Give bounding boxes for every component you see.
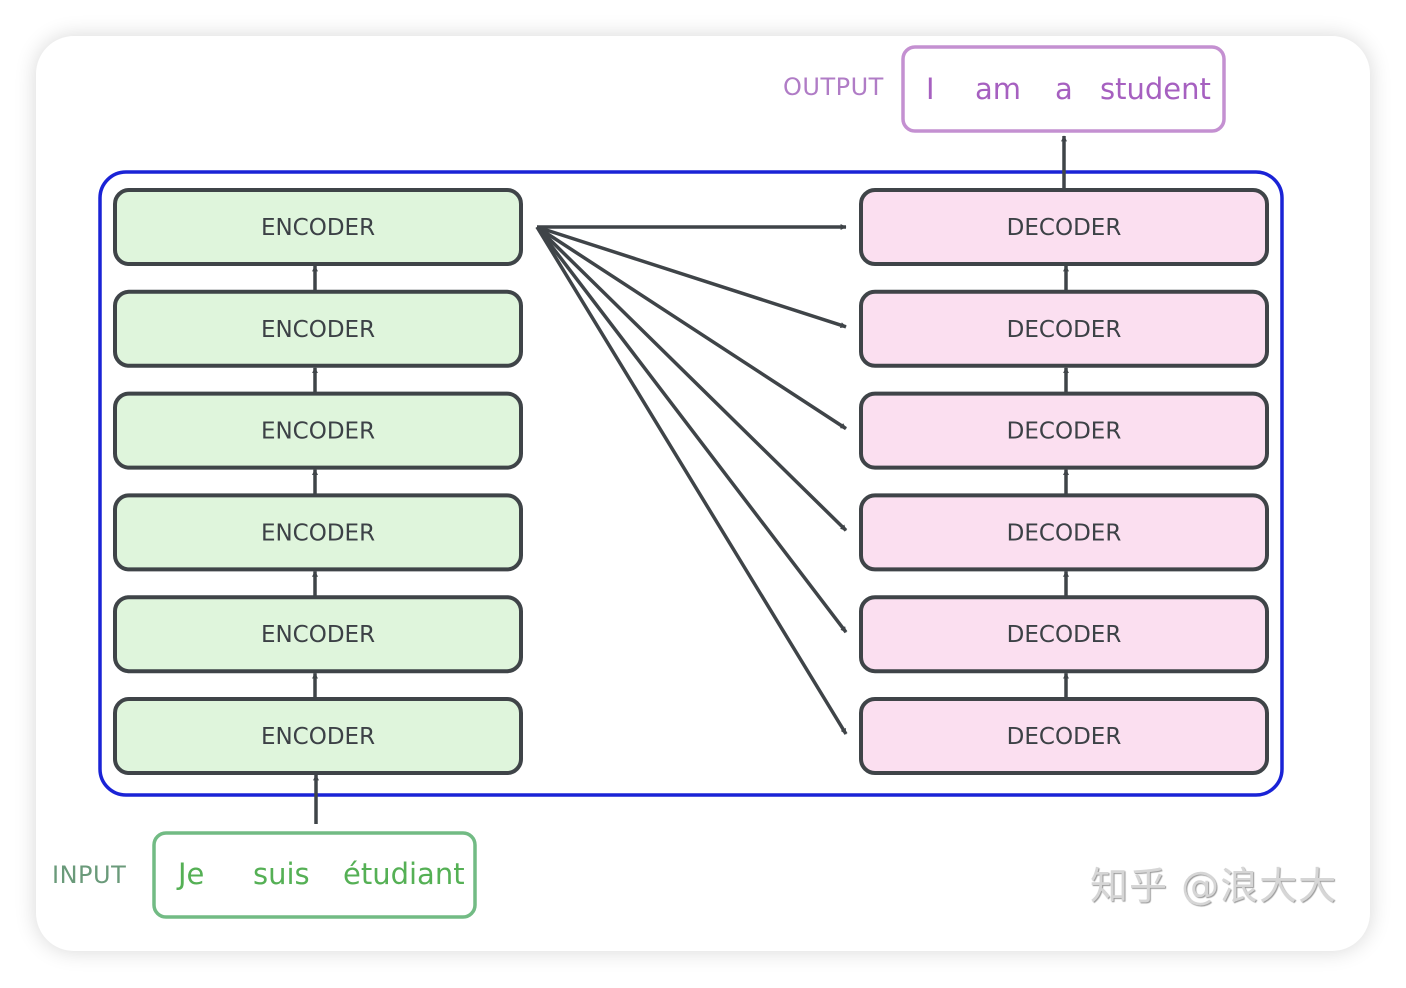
decoder-stack: DECODER DECODER DECODER DECODER DECODER DECOD… — [859, 188, 1269, 775]
watermark: 知乎 @浪大大 — [1090, 864, 1338, 908]
decoder-box — [859, 391, 1269, 470]
encoder-box — [113, 697, 523, 775]
decoder-block: DECODER — [859, 493, 1269, 572]
decoder-box — [859, 289, 1269, 368]
encoder-to-decoder-arrow — [536, 225, 847, 329]
encoder-to-decoder-arrow — [535, 226, 848, 735]
encoder-label: ENCODER — [261, 317, 375, 343]
encoder-block: ENCODER — [113, 188, 523, 266]
encoder-box — [113, 391, 523, 470]
decoder-block: DECODER — [859, 188, 1269, 266]
decoder-block: DECODER — [859, 595, 1269, 674]
input-box — [152, 831, 477, 919]
decoder-label: DECODER — [1007, 622, 1122, 648]
decoder-label: DECODER — [1007, 520, 1122, 546]
encoder-label: ENCODER — [261, 215, 375, 241]
encoder-block: ENCODER — [113, 391, 523, 470]
decoder-label: DECODER — [1007, 419, 1122, 445]
output-box — [901, 45, 1226, 133]
encoder-to-decoder-arrow — [535, 225, 848, 634]
decoder-label: DECODER — [1007, 317, 1122, 343]
arrows — [312, 135, 1069, 824]
encoder-to-decoder-arrow — [535, 225, 848, 532]
encoder-block: ENCODER — [113, 697, 523, 775]
encoder-block: ENCODER — [113, 493, 523, 572]
decoder-block: DECODER — [859, 289, 1269, 368]
decoder-box — [859, 493, 1269, 572]
encoder-stack: ENCODER ENCODER ENCODER ENCODER ENCODER ENCOD… — [113, 188, 523, 775]
output-token: I — [926, 72, 935, 106]
encoder-label: ENCODER — [261, 622, 375, 648]
decoder-block: DECODER — [859, 391, 1269, 470]
decoder-block: DECODER — [859, 697, 1269, 775]
decoder-box — [859, 595, 1269, 674]
input-token: suis — [253, 857, 310, 891]
encoder-label: ENCODER — [261, 724, 375, 750]
stack-container — [98, 170, 1284, 797]
encoder-box — [113, 289, 523, 368]
encoder-label: ENCODER — [261, 520, 375, 546]
encoder-box — [113, 595, 523, 674]
output-token: am — [975, 72, 1022, 106]
decoder-box — [859, 697, 1269, 775]
decoder-label: DECODER — [1007, 724, 1122, 750]
output-token: a — [1055, 72, 1073, 106]
encoder-box — [113, 493, 523, 572]
encoder-block: ENCODER — [113, 289, 523, 368]
decoder-label: DECODER — [1007, 215, 1122, 241]
output-token: student — [1100, 72, 1211, 106]
encoder-to-decoder-arrow — [536, 225, 847, 431]
encoder-label: ENCODER — [261, 419, 375, 445]
input-label: INPUT — [52, 861, 127, 889]
input-token: Je — [178, 857, 205, 891]
encoder-block: ENCODER — [113, 595, 523, 674]
output-label: OUTPUT — [783, 73, 884, 101]
encoder-box — [113, 188, 523, 266]
input-token: étudiant — [343, 857, 465, 891]
